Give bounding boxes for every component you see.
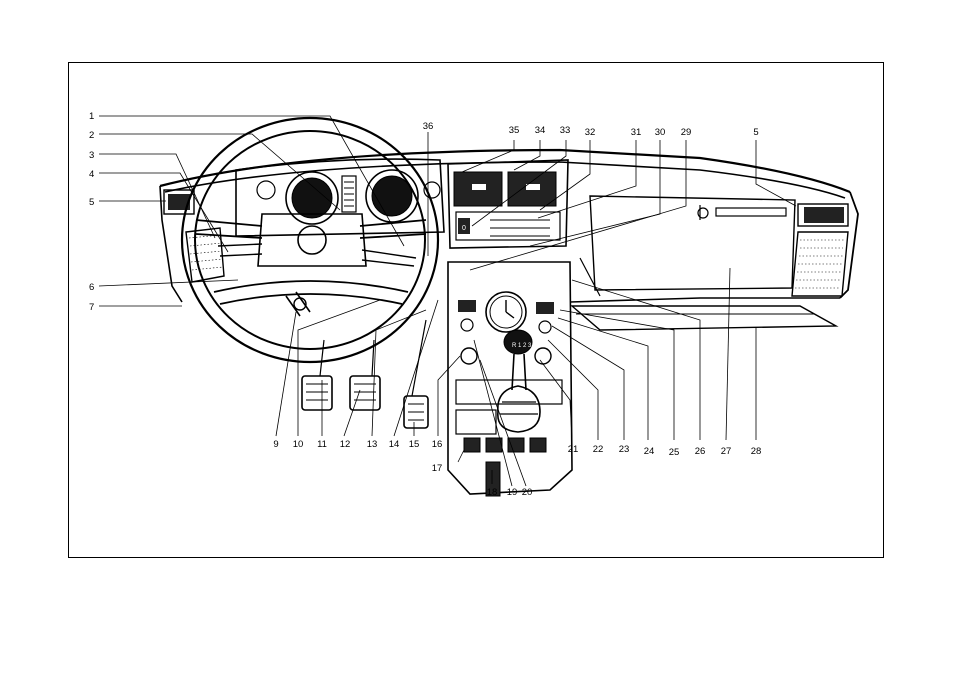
callout-18: 18	[487, 487, 498, 498]
callout-29: 29	[681, 127, 692, 138]
callout-36: 36	[423, 121, 434, 132]
callout-20: 20	[522, 487, 533, 498]
gear-pattern-marking: R 1 2 3 4 5	[512, 343, 542, 349]
callout-1: 1	[89, 111, 94, 122]
callout-22: 22	[593, 444, 604, 455]
steering-column	[218, 244, 416, 316]
callout-28: 28	[751, 446, 762, 457]
right-speaker-grille	[792, 232, 848, 296]
callout-26: 26	[695, 446, 706, 457]
callout-24: 24	[644, 446, 655, 457]
callout-23: 23	[619, 444, 630, 455]
callout-25: 25	[669, 447, 680, 458]
callout-6: 6	[89, 282, 94, 293]
callout-7: 7	[89, 302, 94, 313]
callout-13: 13	[367, 439, 378, 450]
callout-12: 12	[340, 439, 351, 450]
callout-10: 10	[293, 439, 304, 450]
instrument-cluster	[236, 159, 444, 236]
callout-5-left: 5	[89, 197, 94, 208]
callout-19: 19	[507, 487, 518, 498]
callout-4: 4	[89, 169, 94, 180]
callout-5-right: 5	[753, 127, 758, 138]
parcel-shelf	[572, 306, 836, 330]
callout-35: 35	[509, 125, 520, 136]
callout-33: 33	[560, 125, 571, 136]
callout-9: 9	[273, 439, 278, 450]
callout-27: 27	[721, 446, 732, 457]
callout-16: 16	[432, 439, 443, 450]
callout-31: 31	[631, 127, 642, 138]
callout-30: 30	[655, 127, 666, 138]
callout-2: 2	[89, 130, 94, 141]
callout-32: 32	[585, 127, 596, 138]
callout-21: 21	[568, 444, 579, 455]
callout-17: 17	[432, 463, 443, 474]
callout-15: 15	[409, 439, 420, 450]
right-air-vent	[798, 204, 848, 226]
callouts: 1 2 3 4 5 6 7 9 10 11 12 13 14 15 16 17 …	[89, 111, 761, 498]
callout-11: 11	[317, 439, 327, 450]
callout-14: 14	[389, 439, 400, 450]
callout-3: 3	[89, 150, 94, 161]
heater-fan-marking: 0	[462, 225, 466, 232]
glovebox	[590, 196, 795, 290]
lower-console	[448, 262, 572, 496]
callout-34: 34	[535, 125, 546, 136]
center-stack	[448, 160, 568, 248]
